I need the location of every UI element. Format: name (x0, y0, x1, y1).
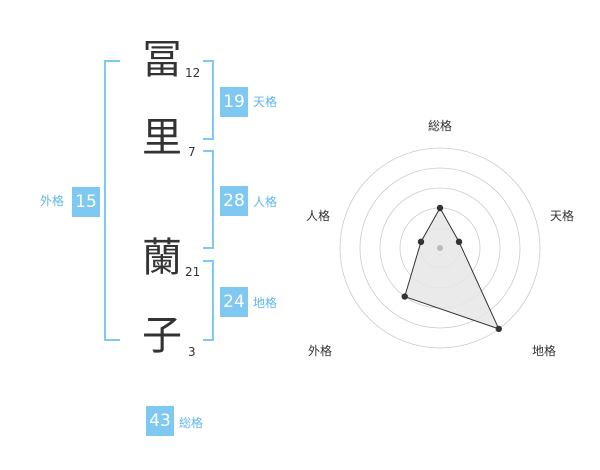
tenkaku-bracket-line (212, 60, 214, 140)
radar-ring-5 (339, 147, 541, 349)
name-char-3-strokes: 21 (185, 265, 201, 279)
tenkaku-bracket-bottom (203, 138, 214, 140)
radar-axis-label: 天格 (550, 208, 574, 223)
jinkaku-bracket-top (203, 150, 214, 152)
radar-axis-label: 総格 (428, 118, 452, 133)
chikaku-bracket-line (212, 260, 214, 341)
name-char-2-strokes: 7 (188, 145, 196, 159)
radar-center-dot (437, 245, 443, 251)
name-char-4-strokes: 3 (188, 345, 196, 359)
chikaku-bracket-top (203, 260, 214, 262)
name-char-2: 里 (142, 115, 182, 161)
jinkaku-value-box: 28 (220, 186, 248, 216)
tenkaku-bracket-top (203, 60, 214, 62)
gaikaku-value-box: 15 (72, 187, 100, 217)
tenkaku-label: 天格 (253, 95, 278, 109)
name-char-4: 子 (142, 313, 182, 359)
radar-point-2 (455, 238, 463, 246)
soukaku-value-box: 43 (146, 406, 174, 436)
radar-point-1 (436, 204, 444, 212)
radar-axis-label: 外格 (308, 343, 332, 358)
name-char-1-strokes: 12 (185, 66, 201, 80)
jinkaku-label: 人格 (253, 195, 278, 209)
radar-axis-label: 人格 (306, 208, 330, 223)
radar-point-4 (401, 293, 408, 300)
radar-point-3 (495, 325, 502, 333)
radar-ring-4 (359, 167, 521, 329)
radar-point-5 (417, 238, 425, 246)
jinkaku-bracket-line (212, 150, 214, 249)
name-char-3: 蘭 (142, 235, 182, 281)
jinkaku-bracket-bottom (203, 247, 214, 249)
gaikaku-bracket-top (104, 60, 120, 62)
chikaku-label: 地格 (253, 296, 278, 310)
chikaku-bracket-bottom (203, 339, 214, 341)
name-char-1: 冨 (142, 37, 182, 83)
gaikaku-bracket-bottom (104, 339, 120, 341)
gaikaku-label: 外格 (40, 194, 65, 208)
radar-series-polygon (404, 206, 500, 330)
chikaku-value-box: 24 (220, 287, 248, 317)
radar-axis-label: 地格 (532, 343, 556, 358)
tenkaku-value-box: 19 (220, 87, 248, 117)
gaikaku-bracket-line (104, 60, 106, 341)
soukaku-label: 総格 (179, 416, 204, 430)
